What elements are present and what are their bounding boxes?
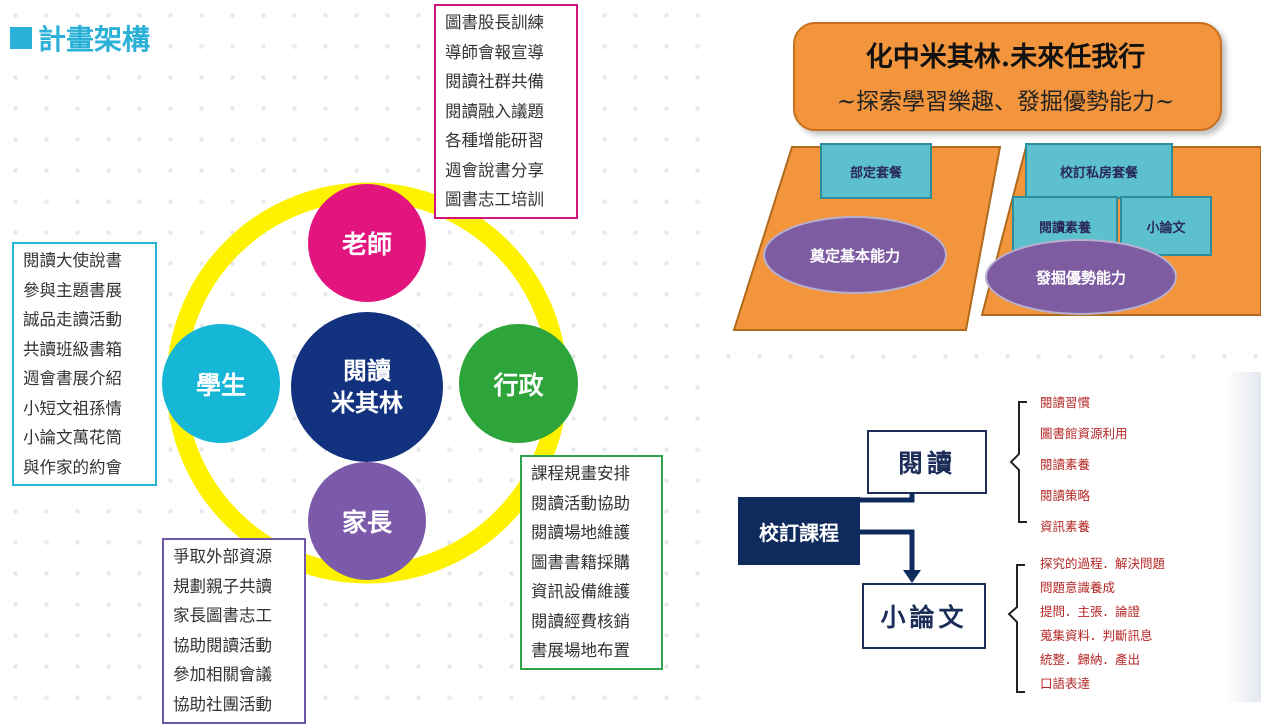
parent-item: 規劃親子共讀 [173, 576, 272, 596]
page-title: 計畫架構 [10, 18, 150, 58]
parent-item: 家長圖書志工 [173, 606, 272, 625]
teacher-item: 各種增能研習 [445, 131, 544, 150]
teacher-item: 導師會報宣導 [445, 42, 544, 62]
essay-item: 探究的過程．解決問題 [1040, 556, 1166, 571]
circle-center: 閱讀 米其林 [291, 312, 443, 462]
box-school-menu: 校訂私房套餐 [1025, 143, 1173, 199]
admin-items-box: 課程規畫安排 閱讀活動協助 閱讀場地維護 圖書書籍採購 資訊設備維護 閱讀經費核… [520, 455, 663, 670]
brace-reading [1009, 401, 1027, 523]
parent-item: 爭取外部資源 [173, 547, 272, 566]
circle-student: 學生 [162, 324, 280, 443]
branch-essay: 小論文 [862, 583, 986, 649]
arrow-to-essay [860, 529, 915, 572]
label-teacher: 老師 [341, 230, 392, 259]
student-item: 參與主題書展 [23, 280, 122, 300]
reading-item: 閱讀素養 [1040, 457, 1091, 472]
panel-edge-shade [1226, 372, 1261, 702]
student-item: 小短文祖孫情 [23, 398, 122, 418]
teacher-item: 閱讀融入議題 [445, 101, 544, 121]
student-item: 誠品走讀活動 [23, 310, 122, 329]
parent-item: 協助閱讀活動 [173, 635, 272, 655]
student-items-box: 閱讀大使說書 參與主題書展 誠品走讀活動 共讀班級書箱 週會書展介紹 小短文祖孫… [12, 242, 157, 486]
admin-item: 書展場地布置 [531, 641, 630, 660]
branch-reading: 閱讀 [867, 430, 987, 494]
banner [793, 22, 1222, 131]
parent-item: 參加相關會議 [173, 665, 272, 684]
teacher-item: 閱讀社群共備 [445, 72, 544, 91]
title-text: 計畫架構 [38, 23, 151, 56]
admin-item: 課程規畫安排 [531, 464, 630, 483]
banner-title: 化中米其林.未來任我行 [865, 42, 1146, 73]
essay-item: 蒐集資料．判斷訊息 [1040, 628, 1153, 643]
student-item: 週會書展介紹 [23, 369, 122, 388]
parent-items-box: 爭取外部資源 規劃親子共讀 家長圖書志工 協助閱讀活動 參加相關會議 協助社團活… [162, 538, 306, 724]
brace-essay [1007, 564, 1025, 693]
title-square-icon [10, 27, 32, 49]
essay-items-list: 探究的過程．解決問題 問題意識養成 提問．主張．論證 蒐集資料．判斷訊息 統整．… [1040, 552, 1165, 696]
student-item: 小論文萬花筒 [23, 428, 122, 447]
admin-item: 閱讀活動協助 [531, 493, 630, 513]
circle-teacher: 老師 [308, 184, 426, 302]
teacher-item: 圖書志工培訓 [445, 190, 544, 209]
box-required-menu: 部定套餐 [820, 143, 932, 199]
admin-item: 資訊設備維護 [531, 582, 630, 601]
essay-item: 提問．主張．論證 [1040, 604, 1141, 619]
ellipse-basic-ability: 奠定基本能力 [763, 216, 947, 294]
admin-item: 圖書書籍採購 [531, 552, 630, 572]
teacher-item: 圖書股長訓練 [445, 13, 544, 32]
parent-item: 協助社團活動 [173, 694, 272, 714]
teacher-item: 週會說書分享 [445, 160, 544, 180]
admin-item: 閱讀經費核銷 [531, 611, 630, 631]
label-parent: 家長 [341, 508, 392, 537]
admin-item: 閱讀場地維護 [531, 523, 630, 542]
reading-item: 資訊素養 [1040, 519, 1091, 534]
circle-admin: 行政 [459, 324, 578, 443]
teacher-items-box: 圖書股長訓練 導師會報宣導 閱讀社群共備 閱讀融入議題 各種增能研習 週會說書分… [434, 4, 578, 219]
circle-parent: 家長 [308, 462, 426, 580]
label-student: 學生 [195, 370, 246, 400]
student-item: 共讀班級書箱 [23, 339, 122, 359]
banner-subtitle: ~探索學習樂趣、發掘優勢能力~ [836, 89, 1175, 115]
label-admin: 行政 [493, 370, 544, 400]
arrowhead-essay [903, 570, 921, 583]
reading-item: 閱讀策略 [1040, 488, 1091, 503]
reading-item: 閱讀習慣 [1040, 395, 1091, 410]
essay-item: 統整．歸納．產出 [1040, 652, 1141, 667]
ellipse-strength-ability: 發掘優勢能力 [985, 239, 1177, 315]
root-curriculum: 校訂課程 [738, 497, 860, 565]
essay-item: 問題意識養成 [1040, 580, 1116, 595]
reading-items-list: 閱讀習慣 圖書館資源利用 閱讀素養 閱讀策略 資訊素養 [1040, 387, 1128, 542]
center-line1: 閱讀 [343, 356, 391, 385]
center-line2: 米其林 [331, 389, 403, 417]
essay-item: 口語表達 [1040, 676, 1091, 691]
student-item: 與作家的約會 [23, 457, 122, 477]
reading-item: 圖書館資源利用 [1040, 426, 1128, 441]
student-item: 閱讀大使說書 [23, 251, 122, 270]
